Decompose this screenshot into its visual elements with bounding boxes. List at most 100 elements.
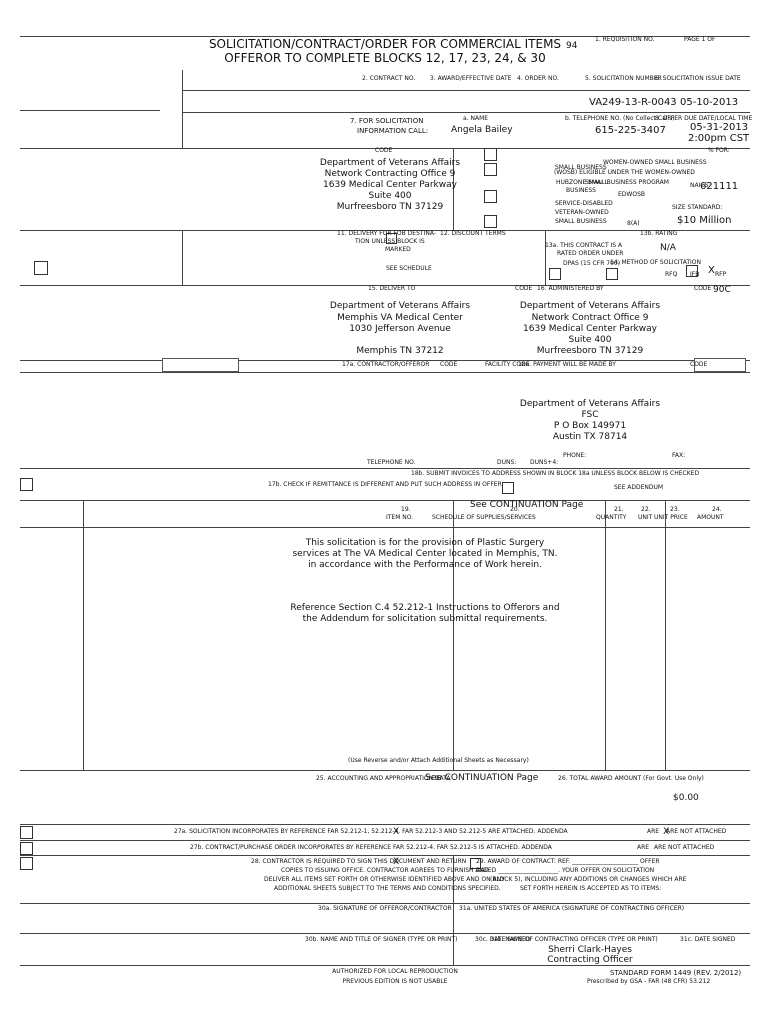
setaside-label: % FOR: — [708, 147, 730, 154]
administered-by-label: 16. ADMINISTERED BY — [537, 285, 604, 292]
27b-checkbox[interactable] — [20, 842, 33, 855]
row29-line1: 29. AWARD OF CONTRACT: REF. ____________… — [476, 858, 660, 865]
rule — [20, 468, 750, 469]
rule — [20, 527, 750, 528]
rule — [182, 90, 750, 91]
issued-by-line5: Murfreesboro TN 37129 — [336, 202, 444, 212]
sdvosb-label3: SMALL BUSINESS — [555, 218, 607, 225]
footer-form-number: STANDARD FORM 1449 (REV. 2/2012) — [610, 969, 742, 977]
hubzone-label2: BUSINESS — [566, 187, 596, 194]
rated-order-checkbox[interactable] — [549, 268, 561, 280]
29-checkbox[interactable] — [470, 858, 481, 869]
small-business-label: SMALL BUSINESS — [555, 164, 607, 171]
solicitation-date: 05-10-2013 — [680, 97, 739, 108]
sdvosb-checkbox[interactable] — [484, 215, 497, 228]
rated-label3: DPAS (15 CFR 700) — [563, 260, 621, 267]
admin-line3: 1639 Medical Center Parkway — [523, 324, 657, 334]
small-business-checkbox[interactable] — [484, 148, 497, 161]
contractor-phone-label: TELEPHONE NO. — [367, 459, 416, 466]
admin-code: 90C — [713, 285, 731, 295]
discount-terms-label: 12. DISCOUNT TERMS — [440, 230, 506, 237]
naics-label: NAICS: — [690, 182, 711, 189]
fob-checkbox[interactable] — [34, 261, 48, 275]
clause-27b-are-not: ARE NOT ATTACHED — [654, 844, 715, 851]
remittance-label: 17b. CHECK IF REMITTANCE IS DIFFERENT AN… — [268, 481, 502, 488]
size-standard: $10 Million — [677, 215, 732, 226]
hubzone-checkbox[interactable] — [484, 190, 497, 203]
order-no-label: 4. ORDER NO. — [517, 75, 559, 82]
rule — [83, 500, 84, 770]
description-line2: services at The VA Medical Center locate… — [292, 549, 558, 559]
info-call-label2: INFORMATION CALL: — [357, 127, 429, 135]
col22-num: 22. — [641, 506, 651, 513]
marked-checkbox[interactable] — [386, 233, 397, 244]
rfq-checkbox[interactable] — [686, 265, 698, 277]
info-call-label: 7. FOR SOLICITATION — [350, 117, 424, 125]
deliver-to-line2: Memphis VA Medical Center — [337, 313, 463, 323]
dpas-checkbox[interactable] — [606, 268, 618, 280]
col21-label: QUANTITY — [596, 514, 627, 521]
admin-line2: Network Contract Office 9 — [531, 313, 649, 323]
signature-offeror-label: 30a. SIGNATURE OF OFFEROR/CONTRACTOR — [318, 905, 452, 912]
rated-label1: 13a. THIS CONTRACT IS A — [545, 242, 623, 249]
rating-value: N/A — [660, 243, 676, 253]
admin-line1: Department of Veterans Affairs — [519, 301, 661, 311]
wosb-label3: SMALL BUSINESS PROGRAM — [585, 179, 669, 186]
award-date-label: 3. AWARD/EFFECTIVE DATE — [430, 75, 512, 82]
signer-date-label: 30c. DATE SIGNED — [475, 936, 531, 943]
remit-checkbox[interactable] — [20, 478, 33, 491]
col20-label: SCHEDULE OF SUPPLIES/SERVICES — [432, 514, 536, 521]
clause-27b-are: ARE — [637, 844, 650, 851]
issued-by-line2: Network Contracting Office 9 — [324, 169, 456, 179]
signer-name-label: 30b. NAME AND TITLE OF SIGNER (TYPE OR P… — [305, 936, 458, 943]
rule — [545, 230, 546, 285]
delivery-label3: MARKED — [385, 246, 411, 253]
payment-line3: P O Box 149971 — [553, 421, 627, 431]
officer-name: Sherri Clark-Hayes — [548, 945, 632, 955]
27a-checkbox[interactable] — [20, 826, 33, 839]
wosb-checkbox[interactable] — [484, 163, 497, 176]
addendum-checkbox[interactable] — [502, 482, 514, 494]
rfp-label: RFP — [715, 271, 727, 278]
deliver-to-label: 15. DELIVER TO — [368, 285, 416, 292]
rule — [20, 933, 750, 934]
signature-officer-label: 31a. UNITED STATES OF AMERICA (SIGNATURE… — [459, 905, 685, 912]
28-checkbox[interactable] — [20, 857, 33, 870]
row28-mark: X — [393, 857, 400, 867]
payment-phone-label: PHONE: — [563, 452, 587, 459]
rule — [20, 965, 750, 966]
form-title: SOLICITATION/CONTRACT/ORDER FOR COMMERCI… — [208, 37, 562, 51]
payment-code-label: CODE — [690, 361, 708, 368]
delivery-label1: 11. DELIVERY FOR FOB DESTINA- — [337, 230, 436, 237]
row29-line2: DATED ____________________. YOUR OFFER O… — [476, 867, 655, 874]
footer-authorized: AUTHORIZED FOR LOCAL REPRODUCTION — [332, 968, 458, 975]
accounting-value: See CONTINUATION Page — [425, 773, 539, 783]
footer-prescribed: Prescribed by GSA - FAR (48 CFR) 53.212 — [587, 978, 711, 985]
officer-name-label: 31b. NAME OF CONTRACTING OFFICER (TYPE O… — [490, 936, 658, 943]
col22-label: UNIT — [638, 514, 653, 521]
col24-label: AMOUNT — [697, 514, 724, 521]
clause-27b: 27b. CONTRACT/PURCHASE ORDER INCORPORATE… — [190, 844, 552, 851]
row29-line3: (BLOCK 5), INCLUDING ANY ADDITIONS OR CH… — [490, 876, 687, 883]
admin-line4: Suite 400 — [568, 335, 612, 345]
officer-date-label: 31c. DATE SIGNED — [680, 936, 736, 943]
issued-code-label: CODE — [375, 147, 393, 154]
clause-27a-mark: X — [393, 827, 400, 837]
rule — [20, 903, 750, 904]
rule — [20, 110, 160, 111]
row28-line1: 28. CONTRACTOR IS REQUIRED TO SIGN THIS … — [251, 858, 467, 865]
rated-label2: RATED ORDER UNDER — [557, 250, 624, 257]
schedule-continuation: See CONTINUATION Page — [470, 500, 584, 510]
payment-code-box — [694, 358, 746, 372]
rule — [453, 855, 454, 965]
admin-line5: Murfreesboro TN 37129 — [536, 346, 644, 356]
rule — [665, 500, 666, 770]
row28-line3: DELIVER ALL ITEMS SET FORTH OR OTHERWISE… — [264, 876, 505, 883]
description-line1: This solicitation is for the provision o… — [305, 538, 545, 548]
reference-line1: Reference Section C.4 52.212-1 Instructi… — [290, 603, 560, 613]
rating-label: 13b. RATING — [640, 230, 678, 237]
col19-num: 19. — [401, 506, 411, 513]
col19-label: ITEM NO. — [386, 514, 414, 521]
ifb-label: IFB — [690, 271, 700, 278]
form-top-border — [20, 36, 750, 37]
